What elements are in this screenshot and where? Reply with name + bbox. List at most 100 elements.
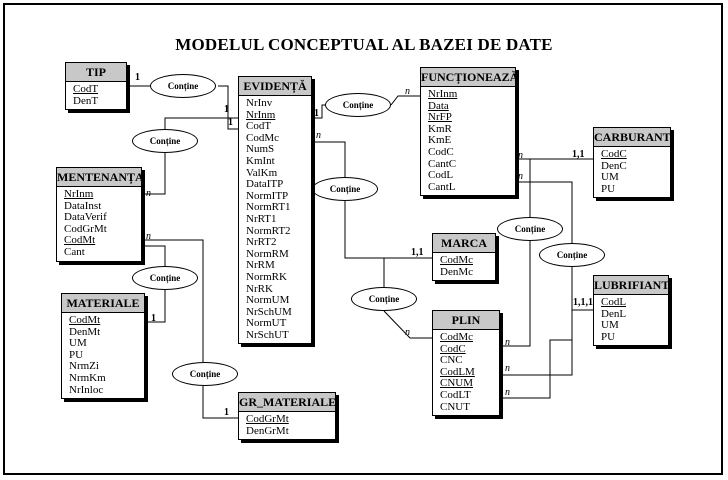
attribute-evidenta-normrt2: NormRT2	[246, 224, 291, 237]
attribute-functioneaza-nrinm: NrInm	[428, 88, 458, 100]
relationship-conține-mentenanta[interactable]: Conține	[132, 129, 198, 153]
attribute-evidenta-valkm: ValKm	[246, 166, 278, 179]
cardinality-mentenanta: n	[146, 188, 151, 199]
attribute-mentenanta-codgrmt: CodGrMt	[64, 222, 107, 235]
attribute-functioneaza-nrfp: NrFP	[428, 111, 452, 124]
relationship-conține-tip[interactable]: Conține	[150, 74, 216, 98]
attribute-mentenanta-cant: Cant	[64, 245, 85, 258]
cardinality-plin-codc: n	[505, 337, 510, 348]
entity-carburant-name: CARBURANT	[594, 128, 671, 147]
cardinality-evidenta-nrinm: 1	[314, 108, 319, 119]
cardinality-carburant: 1,1	[572, 149, 585, 160]
attribute-materiale-denmt: DenMt	[69, 325, 101, 338]
attribute-evidenta-nrrk: NrRK	[246, 282, 273, 295]
cardinality-functioneaza-codc: n	[518, 150, 523, 161]
cardinality-evidenta-codt: 1	[224, 104, 229, 115]
relationship-conține-carburant[interactable]: Conține	[497, 217, 563, 241]
cardinality-functioneaza: n	[405, 86, 410, 97]
attribute-functioneaza-kme: KmE	[428, 134, 452, 147]
attribute-functioneaza-cantc: CantC	[428, 157, 457, 170]
attribute-functioneaza-kmr: KmR	[428, 122, 452, 135]
cardinality-plin-codmc: n	[405, 327, 410, 338]
attribute-evidenta-normitp: NormITP	[246, 189, 289, 202]
cardinality-evidenta-mentenanta: 1	[228, 117, 233, 128]
link-conține-materiale	[140, 290, 166, 323]
attribute-marca-denmc: DenMc	[440, 265, 473, 278]
relationship-conține-plin[interactable]: Conține	[351, 287, 417, 311]
cardinality-lubrifiant: 1,1,1	[573, 297, 593, 308]
cardinality-grmateriale: 1	[224, 407, 229, 418]
entity-plin-name: PLIN	[433, 311, 499, 330]
attribute-evidenta-normrm: NormRM	[246, 247, 289, 260]
attribute-materiale-nrmkm: NrmKm	[69, 371, 106, 384]
relationship-conține-marca[interactable]: Conține	[312, 177, 378, 201]
attribute-lubrifiant-um: UM	[601, 319, 619, 332]
entity-functioneaza-name: FUNCȚIONEAZĂ	[421, 68, 518, 87]
attribute-plin-codlt: CodLT	[440, 388, 471, 401]
attribute-plin-codlm: CodLM	[440, 365, 475, 378]
diagram-border	[3, 3, 723, 475]
attribute-evidenta-codt: CodT	[246, 120, 272, 133]
attribute-functioneaza-codc: CodC	[428, 145, 454, 158]
attribute-evidenta-codmc: CodMc	[246, 131, 279, 144]
link-conține-functioneaza	[390, 95, 422, 106]
cardinality-functioneaza-codl: n	[518, 171, 523, 182]
cardinality-evidenta-codmc: n	[316, 130, 321, 141]
attribute-mentenanta-datainst: DataInst	[64, 199, 102, 212]
entity-gr-materiale-name: GR_MATERIALE	[239, 393, 336, 412]
attribute-materiale-nrmzi: NrmZi	[69, 360, 99, 373]
link-conține-marca	[344, 201, 432, 259]
attribute-materiale-nrinloc: NrInloc	[69, 383, 104, 396]
link-conține-evidenta-codt	[218, 85, 238, 130]
link-conține-plin	[383, 310, 432, 339]
attribute-functioneaza-data: Data	[428, 99, 449, 112]
attribute-gr-materiale-codgrmt: CodGrMt	[246, 413, 289, 425]
attribute-materiale-codmt: CodMt	[69, 314, 101, 326]
attribute-marca-codmc: CodMc	[440, 254, 473, 266]
diagram-title: MODELUL CONCEPTUAL AL BAZEI DE DATE	[175, 35, 553, 54]
entity-materiale-name: MATERIALE	[62, 294, 144, 313]
attribute-evidenta-nums: NumS	[246, 143, 275, 156]
cardinality-mentenanta-codgrmt: n	[146, 231, 151, 242]
entity-lubrifiant-name: LUBRIFIANT	[594, 276, 669, 295]
attribute-plin-codc: CodC	[440, 342, 466, 355]
link-mentenanta-codgrmt	[138, 239, 204, 362]
entity-tip-name: TIP	[66, 63, 126, 82]
attribute-mentenanta-dataverif: DataVerif	[64, 211, 107, 224]
attribute-plin-cnut: CNUT	[440, 400, 470, 413]
attribute-evidenta-nrschut: NrSchUT	[246, 328, 289, 341]
relationship-conține-functioneaza[interactable]: Conține	[325, 93, 391, 117]
attribute-plin-cnum: CNUM	[440, 377, 474, 390]
relationship-conține-lubrifiant[interactable]: Conține	[539, 243, 605, 267]
attribute-evidenta-kmint: KmInt	[246, 154, 275, 167]
attribute-lubrifiant-denl: DenL	[601, 307, 627, 320]
relationship-conține-grmateriale[interactable]: Conține	[172, 362, 238, 386]
attribute-functioneaza-codl: CodL	[428, 169, 454, 182]
link-evidenta-codmc	[312, 141, 346, 177]
attribute-materiale-pu: PU	[69, 348, 84, 361]
attribute-evidenta-dataitp: DataITP	[246, 178, 284, 191]
entity-mentenanta-name: MENTENANȚA	[57, 168, 144, 187]
relationship-conține-materiale[interactable]: Conține	[132, 266, 198, 290]
attribute-plin-cnc: CNC	[440, 354, 463, 367]
